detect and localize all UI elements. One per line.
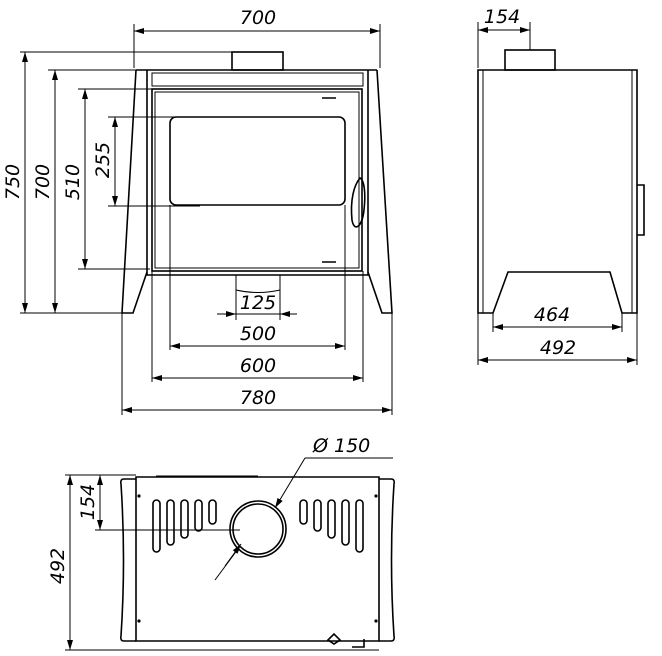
dim-height-750: 750 — [2, 164, 24, 200]
top-rail — [151, 72, 364, 87]
dim-side-464: 464 — [534, 304, 570, 326]
dim-height-255: 255 — [92, 142, 114, 178]
dim-height-510: 510 — [62, 164, 84, 200]
flue-pipe-side — [504, 49, 556, 71]
door-inner — [154, 91, 360, 269]
side-body — [477, 69, 638, 314]
bolts — [137, 494, 378, 623]
flue-opening-outer — [229, 500, 287, 558]
ext-lines-154 — [477, 22, 531, 68]
stove-legs — [121, 69, 393, 314]
side-view: 154 464 492 — [477, 6, 645, 365]
door-marks — [322, 97, 336, 263]
right-side-panel — [379, 478, 395, 642]
dim-side-154: 154 — [484, 6, 520, 28]
door-handle-icon — [350, 177, 366, 228]
dim-height-700: 700 — [32, 164, 54, 200]
dim-width-125: 125 — [240, 292, 276, 314]
dim-width-780: 780 — [240, 387, 276, 409]
side-inner-lines — [482, 70, 633, 313]
door-handle-top — [326, 632, 365, 648]
dim-side-492: 492 — [540, 337, 576, 359]
dim-width-600: 600 — [240, 355, 276, 377]
glass-window — [169, 116, 346, 206]
ash-outlet — [235, 275, 281, 293]
body-frame — [146, 70, 369, 276]
ext-lines-heights — [20, 51, 283, 314]
front-view: 700 750 700 510 255 125 500 600 780 — [2, 7, 393, 415]
vent-slots-right — [299, 499, 364, 553]
leader-arrow-upper — [274, 457, 306, 509]
leader-arrow-lower — [224, 543, 242, 567]
dim-top-154: 154 — [77, 484, 99, 520]
ext-lines-side-bottom — [477, 313, 638, 365]
dim-flue-diameter: Ø 150 — [312, 435, 370, 457]
dim-top-492: 492 — [47, 548, 69, 584]
dim-width-700: 700 — [240, 7, 276, 29]
ext-lines-top — [65, 474, 379, 651]
dim-width-500: 500 — [240, 323, 276, 345]
top-view: Ø 150 154 492 — [47, 435, 395, 651]
flue-pipe — [231, 51, 284, 71]
flue-opening-inner — [232, 503, 284, 555]
vent-slots-left — [152, 499, 217, 553]
left-side-panel — [120, 478, 136, 642]
door-handle-side — [637, 184, 645, 236]
ext-lines-widths — [121, 205, 393, 415]
